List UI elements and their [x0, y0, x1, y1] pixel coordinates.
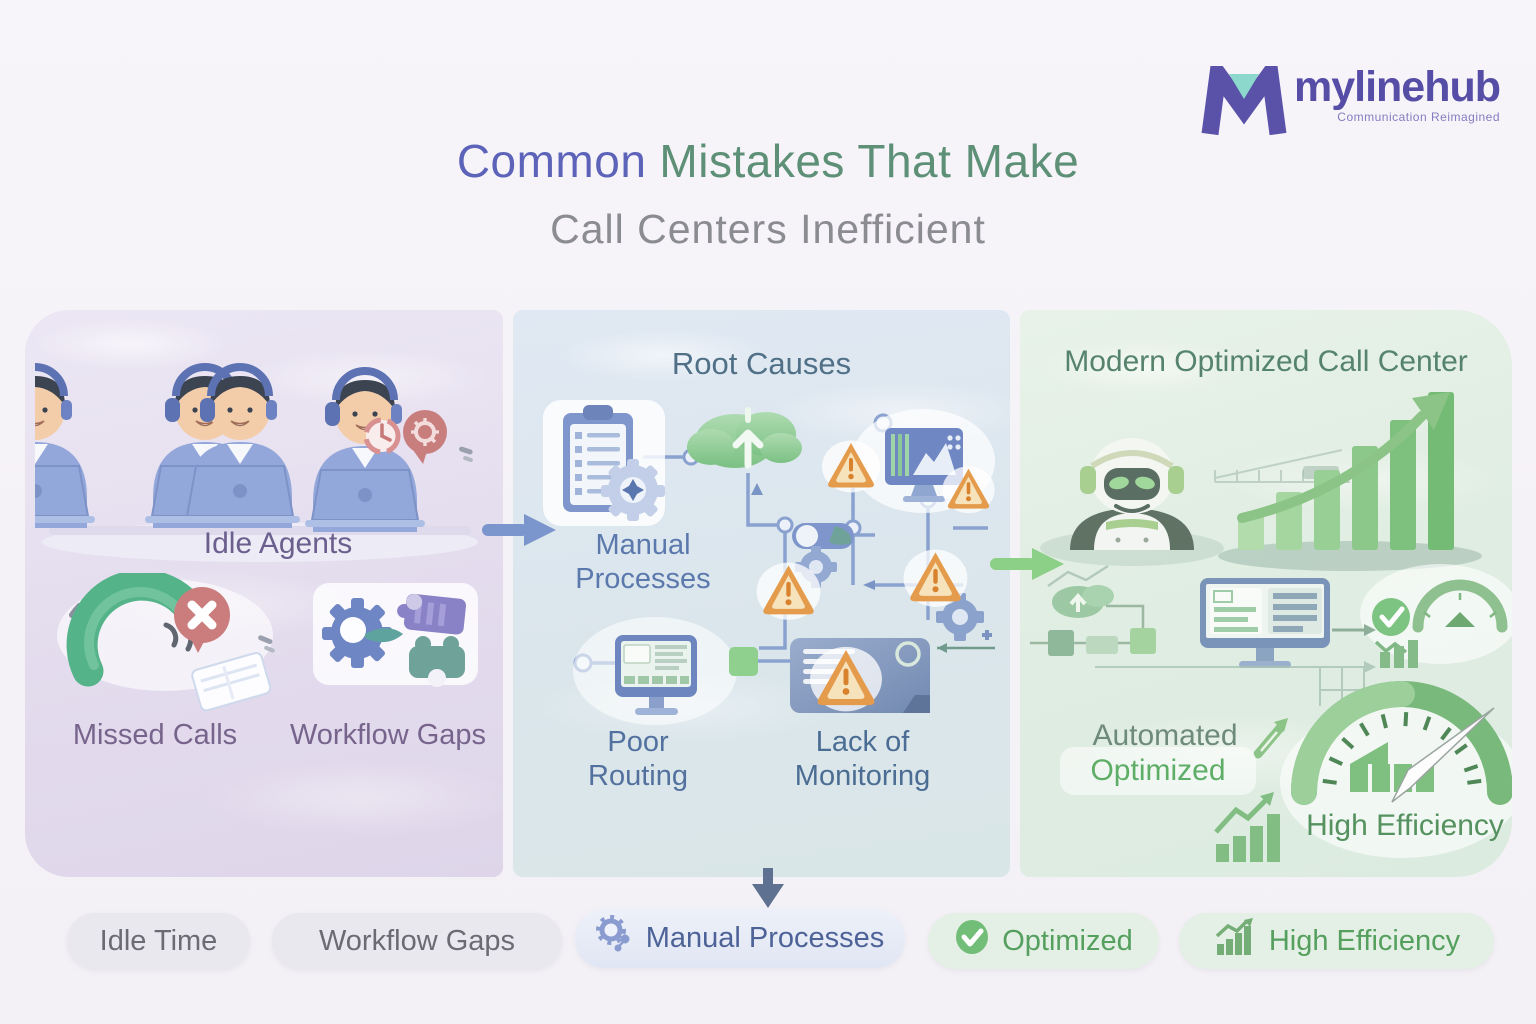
badge-idle-time-label: Idle Time	[99, 924, 218, 957]
high-efficiency-label: High Efficiency	[1306, 809, 1504, 842]
check-gauge-icon	[1332, 564, 1512, 668]
logo-text: mylinehub Communication Reimagined	[1294, 63, 1501, 124]
panel-root-causes: Root Causes	[513, 310, 1010, 877]
arrow-down-to-badges	[752, 868, 784, 908]
missed-calls-illustration	[57, 573, 275, 712]
puzzle-teal-icon	[409, 636, 465, 687]
badge-optimized-label: Optimized	[1002, 924, 1133, 957]
main-title-line2: Call Centers Inefficient	[550, 206, 986, 252]
gear-icon	[322, 598, 403, 668]
poor-routing-icon	[573, 617, 737, 725]
missed-calls-label: Missed Calls	[72, 719, 238, 751]
idle-agents-label: Idle Agents	[203, 527, 353, 560]
brand-logo: mylinehub Communication Reimagined	[1200, 51, 1501, 145]
workflow-gaps-label: Workflow Gaps	[289, 719, 487, 751]
workflow-gaps-illustration	[313, 583, 478, 687]
mini-flow-icon	[1030, 564, 1156, 656]
robot-agent-icon	[1040, 438, 1224, 566]
badge-manual-processes: Manual Processes	[575, 908, 905, 968]
speedometer-icon	[1280, 681, 1512, 858]
logo-m-icon	[1200, 51, 1288, 145]
badge-idle-time: Idle Time	[67, 913, 250, 969]
gear-network-icon	[595, 915, 634, 961]
badge-workflow-gaps: Workflow Gaps	[272, 913, 562, 969]
optimized-chip: Optimized	[1060, 747, 1256, 795]
cloud-alert-icon	[687, 407, 802, 469]
root-causes-title: Root Causes	[671, 346, 852, 381]
puzzle-purple-icon	[397, 593, 467, 635]
routing-node	[729, 647, 758, 676]
arrow-problems-to-causes	[482, 514, 556, 546]
arrow-causes-to-optimized	[990, 548, 1064, 580]
check-circle-icon	[954, 919, 990, 963]
main-title-rest: Mistakes That Make	[659, 135, 1080, 187]
badge-high-efficiency-label: High Efficiency	[1268, 924, 1461, 957]
badge-workflow-gaps-label: Workflow Gaps	[318, 924, 516, 957]
poor-routing-label: Poor Routing	[588, 726, 688, 793]
efficiency-bars-icon	[1214, 792, 1280, 862]
small-gear-icon-2	[936, 593, 992, 641]
idle-clock-icon	[363, 417, 401, 455]
growth-chart-icon	[1214, 392, 1482, 571]
panel-optimized: Modern Optimized Call Center	[1020, 310, 1512, 877]
root-causes-flowchart	[543, 400, 995, 725]
manual-processes-label: Manual Processes	[575, 529, 711, 596]
automated-label: Automated	[1092, 719, 1238, 752]
logo-tagline: Communication Reimagined	[1337, 110, 1501, 124]
badge-high-efficiency: High Efficiency	[1179, 913, 1494, 969]
optimized-title: Modern Optimized Call Center	[1064, 345, 1468, 378]
idle-agents-illustration	[35, 350, 478, 562]
logo-brand: mylinehub	[1294, 63, 1501, 111]
optimized-illustration	[1030, 392, 1512, 862]
manual-processes-icon	[543, 400, 665, 526]
panel-problems: Idle Agents Missed Calls	[25, 310, 503, 877]
timeline-rule	[1095, 661, 1376, 706]
alert-bubble-icon	[403, 410, 473, 464]
badge-manual-processes-label: Manual Processes	[645, 921, 885, 954]
main-title-accent: Common	[456, 135, 647, 187]
toggle-icon	[792, 523, 854, 549]
lack-of-monitoring-label: Lack of Monitoring	[794, 726, 931, 793]
pencil-arrow-icon	[1253, 718, 1288, 759]
badge-optimized: Optimized	[928, 913, 1159, 969]
dashboard-monitor-icon	[1200, 578, 1330, 668]
bar-chart-arrow-icon	[1213, 918, 1257, 964]
